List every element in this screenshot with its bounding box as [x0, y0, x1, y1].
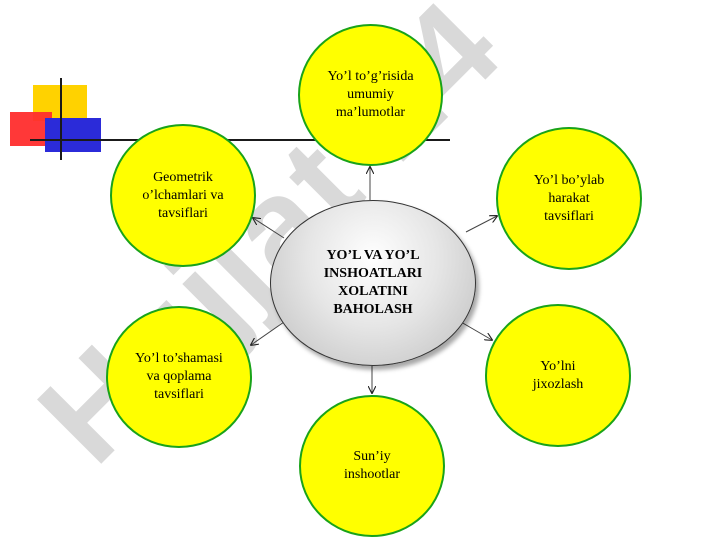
node-top-left: Geometrik o’lchamlari va tavsiflari — [110, 124, 256, 267]
node-bottom-right: Yo’lni jixozlash — [485, 304, 631, 447]
node-top: Yo’l to’g’risida umumiy ma’lumotlar — [298, 24, 443, 166]
arrow-to-top-right — [465, 216, 497, 233]
node-top-left-label: Geometrik o’lchamlari va tavsiflari — [142, 169, 224, 221]
node-bottom-left: Yo’l to’shamasi va qoplama tavsiflari — [106, 306, 252, 448]
node-bottom-right-label: Yo’lni jixozlash — [532, 358, 584, 392]
arrow-to-bottom-left — [251, 321, 285, 345]
node-bottom-left-label: Yo’l to’shamasi va qoplama tavsiflari — [135, 351, 223, 402]
node-center: YO’L VA YO’L INSHOATLARI XOLATINI BAHOLA… — [270, 200, 476, 366]
node-top-right-label: Yo’l bo’ylab harakat tavsiflari — [533, 172, 605, 224]
decor-vertical-line — [60, 78, 62, 160]
arrow-to-top-left — [253, 218, 285, 239]
node-top-right: Yo’l bo’ylab harakat tavsiflari — [496, 127, 642, 270]
node-top-label: Yo’l to’g’risida umumiy ma’lumotlar — [327, 69, 414, 120]
node-center-label: YO’L VA YO’L INSHOATLARI XOLATINI BAHOLA… — [323, 248, 423, 317]
node-bottom: Sun’iy inshootlar — [299, 395, 445, 537]
arrow-to-bottom-right — [460, 321, 492, 340]
decor-blue-square — [45, 118, 101, 152]
decor-horizontal-line — [30, 139, 450, 141]
node-bottom-label: Sun’iy inshootlar — [344, 449, 400, 482]
